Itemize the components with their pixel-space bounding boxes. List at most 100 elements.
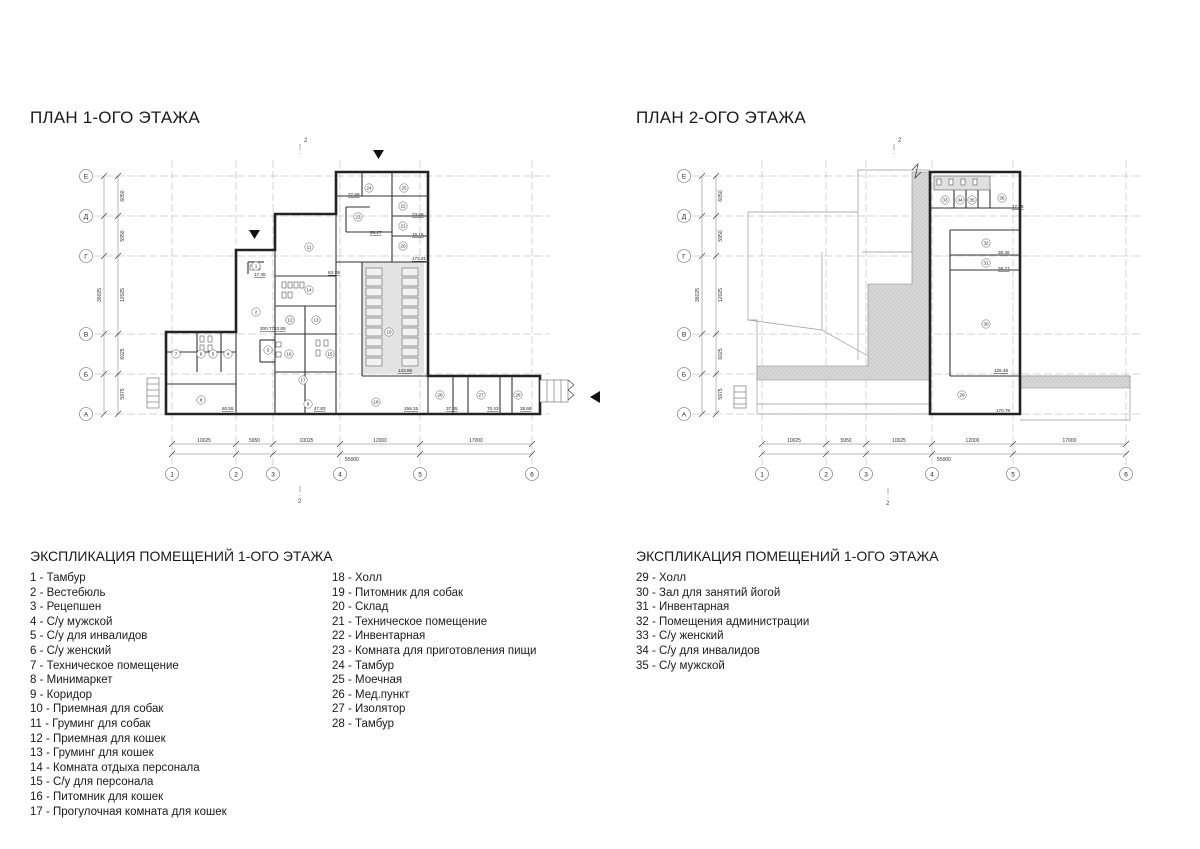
dog-kennel-cell <box>365 267 383 277</box>
shower-fixture <box>275 341 282 348</box>
explication-item: 22 - Инвентарная <box>332 630 426 643</box>
dim-text-total: 36025 <box>97 288 103 302</box>
room-number: 28 <box>515 393 521 398</box>
grid-row-label: Д <box>84 214 89 221</box>
grid-col-label: 1 <box>170 472 174 479</box>
toilet-fixture <box>315 349 321 357</box>
grid-row-label: Г <box>84 254 88 261</box>
plan2-stairs <box>733 385 747 409</box>
dim-tick <box>698 370 706 378</box>
grid-row-bubble <box>79 367 93 381</box>
dim-tick <box>114 212 122 220</box>
grid-row-label: А <box>682 412 687 419</box>
explication-item: 21 - Техническое помещение <box>332 615 488 628</box>
room-number-marker <box>981 319 991 329</box>
explication-item: 28 - Тамбур <box>332 717 395 730</box>
room-number-marker <box>263 345 273 355</box>
room-number-marker <box>398 221 408 231</box>
dim-tick <box>862 440 870 448</box>
dim-tick <box>269 450 277 458</box>
room-number: 22 <box>400 204 406 209</box>
grid-col-label: 6 <box>1124 472 1128 479</box>
room-number: 9 <box>307 402 310 407</box>
dim-tick <box>712 172 720 180</box>
explication-item: 31 - Инвентарная <box>636 601 730 614</box>
dim-tick <box>269 440 277 448</box>
dim-tick <box>416 440 424 448</box>
explication-item: 10 - Приемная для собак <box>30 703 164 716</box>
entrance-arrow-left <box>249 230 260 239</box>
dim-text-total: 55000 <box>937 457 951 463</box>
dim-tick <box>712 370 720 378</box>
room-number-marker <box>398 241 408 251</box>
room-area: 37.05 <box>446 406 458 411</box>
grid-row-label: В <box>84 332 88 339</box>
dim-tick <box>114 330 122 338</box>
dim-text: 12025 <box>120 288 126 302</box>
grid-col-bubble <box>1006 467 1020 481</box>
plan2-title: ПЛАН 2-ОГО ЭТАЖА <box>636 108 806 127</box>
toilet-fixture <box>287 291 293 299</box>
room-area: 28.17 <box>370 230 382 235</box>
room-number: 1 <box>255 264 258 269</box>
room-number-marker <box>223 349 233 359</box>
explication-item: 6 - С/у женский <box>30 644 112 657</box>
grid-col-bubble <box>266 467 280 481</box>
dim-tick <box>698 252 706 260</box>
room-number-marker <box>967 195 977 205</box>
room-area: 200.77 <box>260 326 274 331</box>
explication-item: 18 - Холл <box>332 572 383 584</box>
plan2-section-mark-top: 2 <box>898 138 902 144</box>
grid-row-bubble <box>677 249 691 263</box>
grid-col-bubble <box>925 467 939 481</box>
room-number: 4 <box>227 352 230 357</box>
grid-col-label: 6 <box>530 472 534 479</box>
room-number: 6 <box>200 352 203 357</box>
grid-col-label: 4 <box>338 472 342 479</box>
room-number-marker <box>303 399 313 409</box>
explication1-title: ЭКСПЛИКАЦИЯ ПОМЕЩЕНИЙ 1-ОГО ЭТАЖА <box>30 548 333 564</box>
dim-tick <box>698 172 706 180</box>
room-area: 63.79 <box>328 270 340 275</box>
dim-text: 6025 <box>120 348 126 359</box>
dim-tick <box>698 212 706 220</box>
room-number: 18 <box>373 400 379 405</box>
dim-tick <box>1009 450 1017 458</box>
dog-kennel-cell <box>365 297 383 307</box>
room-number: 27 <box>478 393 484 398</box>
dim-tick <box>100 252 108 260</box>
room-number-marker <box>325 349 335 359</box>
plan2-roof-hatch <box>756 171 931 381</box>
grid-row-label: Г <box>682 254 686 261</box>
plan2-inner-walls <box>930 190 1020 377</box>
dog-kennel-cell <box>365 357 383 367</box>
room-number: 30 <box>983 322 989 327</box>
explication-item: 25 - Моечная <box>332 674 403 687</box>
room-number: 24 <box>366 186 372 191</box>
explication-item: 26 - Мед.пункт <box>332 688 410 701</box>
room-number: 2 <box>255 310 258 315</box>
dog-kennel-cell <box>401 297 419 307</box>
room-number-marker <box>399 183 409 193</box>
dog-kennel-cell <box>365 277 383 287</box>
section-mark-top: 2 <box>304 138 308 144</box>
grid-col-bubble <box>755 467 769 481</box>
grid-row-label: Б <box>84 372 88 379</box>
room-area: 126.48 <box>994 368 1008 373</box>
explication-item: 19 - Питомник для собак <box>332 586 464 599</box>
room-number: 3 <box>267 348 270 353</box>
explication-item: 32 - Помещения администрации <box>636 615 810 628</box>
plan1-ramp <box>539 379 575 403</box>
dog-kennel-cell <box>401 317 419 327</box>
explication-item: 29 - Холл <box>636 572 687 584</box>
toilet-fixture <box>281 291 287 299</box>
room-number: 29 <box>959 393 965 398</box>
grid-row-label: В <box>682 332 686 339</box>
toilet-fixture <box>287 281 293 289</box>
entrance-arrow-top <box>373 150 384 159</box>
dim-text: 6025 <box>718 348 724 359</box>
room-area: 170.76 <box>996 408 1010 413</box>
